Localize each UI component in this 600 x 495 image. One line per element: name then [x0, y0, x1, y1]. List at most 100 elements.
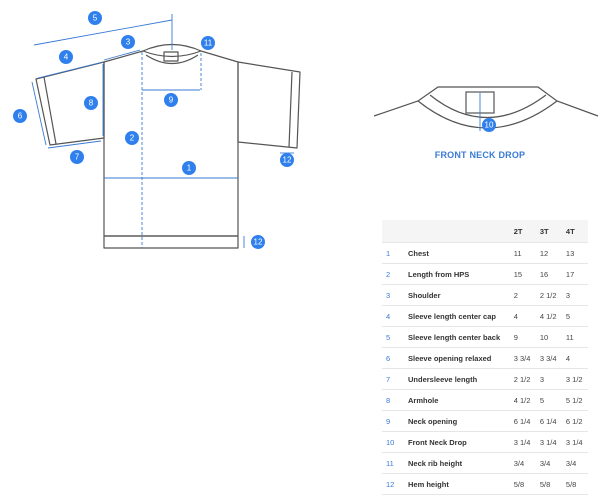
header-name	[404, 220, 510, 243]
size-value: 5/8	[561, 473, 588, 495]
row-number: 6	[382, 347, 404, 369]
size-value: 5	[561, 305, 588, 327]
measurement-name: Armhole	[404, 389, 510, 411]
svg-text:9: 9	[169, 96, 174, 105]
size-value: 2	[509, 284, 536, 306]
size-value: 3/4	[561, 452, 588, 474]
measurement-name: Sleeve length center cap	[404, 305, 510, 327]
measurement-badge-1: 1	[182, 161, 196, 175]
row-number: 11	[382, 452, 404, 474]
size-value: 6 1/4	[535, 410, 562, 432]
svg-text:8: 8	[89, 99, 94, 108]
size-value: 10	[535, 326, 562, 348]
measurement-name: Undersleeve length	[404, 368, 510, 390]
size-value: 3	[535, 368, 562, 390]
row-number: 5	[382, 326, 404, 348]
header-size: 4T	[561, 220, 588, 243]
measurement-badge-10: 10	[482, 118, 496, 132]
measurement-name: Sleeve length center back	[404, 326, 510, 348]
measurement-name: Hem height	[404, 473, 510, 495]
svg-text:3: 3	[126, 38, 131, 47]
svg-text:6: 6	[18, 112, 23, 121]
table-header-row: 2T 3T 4T	[382, 220, 588, 243]
size-value: 2 1/2	[509, 368, 536, 390]
measurement-badge-9: 9	[164, 93, 178, 107]
row-number: 12	[382, 473, 404, 495]
size-value: 4	[561, 347, 588, 369]
size-value: 4 1/2	[509, 389, 536, 411]
svg-text:10: 10	[485, 121, 494, 130]
measurement-badge-3: 3	[121, 35, 135, 49]
size-value: 6 1/2	[561, 410, 588, 432]
size-value: 16	[535, 263, 562, 285]
svg-text:12: 12	[254, 238, 263, 247]
measurement-name: Neck rib height	[404, 452, 510, 474]
header-size: 3T	[535, 220, 562, 243]
svg-text:12: 12	[283, 156, 292, 165]
size-value: 9	[509, 326, 536, 348]
size-value: 5	[535, 389, 562, 411]
size-value: 3 3/4	[535, 347, 562, 369]
size-value: 11	[509, 242, 536, 264]
header-num	[382, 220, 404, 243]
row-number: 8	[382, 389, 404, 411]
size-value: 5/8	[509, 473, 536, 495]
measurement-badge-6: 6	[13, 109, 27, 123]
size-value: 3 1/4	[509, 431, 536, 453]
measurement-name: Neck opening	[404, 410, 510, 432]
size-value: 3 1/4	[535, 431, 562, 453]
size-value: 3	[561, 284, 588, 306]
size-value: 3 1/4	[561, 431, 588, 453]
row-number: 4	[382, 305, 404, 327]
svg-text:7: 7	[75, 153, 80, 162]
svg-text:5: 5	[93, 14, 98, 23]
measurement-name: Sleeve opening relaxed	[404, 347, 510, 369]
svg-text:1: 1	[187, 164, 192, 173]
size-value: 3/4	[535, 452, 562, 474]
badge-group: 1 2 3 4 5 6 7 8 9 11 12 12	[13, 11, 294, 249]
measurement-badge-12-sleeve: 12	[280, 153, 294, 167]
measurement-lines	[31, 14, 294, 248]
measurement-name: Front Neck Drop	[404, 431, 510, 453]
measurement-name: Length from HPS	[404, 263, 510, 285]
measurement-badge-2: 2	[125, 131, 139, 145]
size-value: 13	[561, 242, 588, 264]
size-value: 4	[509, 305, 536, 327]
size-value: 17	[561, 263, 588, 285]
measurement-name: Chest	[404, 242, 510, 264]
measurement-badge-4: 4	[59, 50, 73, 64]
size-value: 3 3/4	[509, 347, 536, 369]
row-number: 1	[382, 242, 404, 264]
measurement-badge-5: 5	[88, 11, 102, 25]
row-number: 7	[382, 368, 404, 390]
svg-text:2: 2	[130, 134, 135, 143]
row-number: 10	[382, 431, 404, 453]
svg-text:4: 4	[64, 53, 69, 62]
front-neck-drop-title: FRONT NECK DROP	[434, 150, 526, 160]
size-value: 12	[535, 242, 562, 264]
row-number: 2	[382, 263, 404, 285]
measurement-badge-12-hem: 12	[251, 235, 265, 249]
size-value: 5 1/2	[561, 389, 588, 411]
size-value: 3/4	[509, 452, 536, 474]
row-number: 9	[382, 410, 404, 432]
measurement-badge-8: 8	[84, 96, 98, 110]
header-size: 2T	[509, 220, 536, 243]
size-value: 6 1/4	[509, 410, 536, 432]
row-number: 3	[382, 284, 404, 306]
size-value: 5/8	[535, 473, 562, 495]
